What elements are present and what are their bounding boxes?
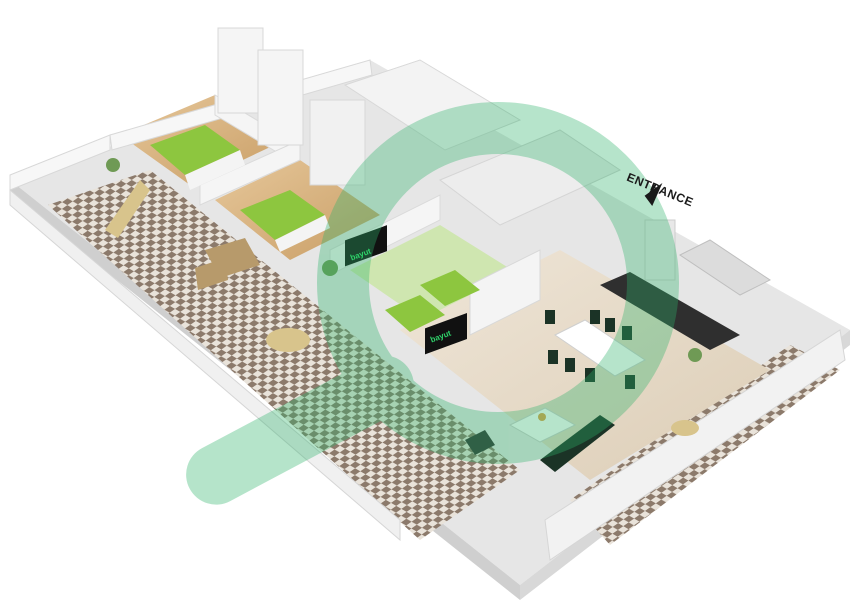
coffee-table xyxy=(508,407,577,443)
dining-chairs xyxy=(545,310,635,389)
plant-1 xyxy=(106,158,120,172)
terrace-left xyxy=(48,170,520,540)
kitchen-island xyxy=(600,272,740,350)
sofa xyxy=(540,415,615,472)
lounger xyxy=(105,180,150,238)
bed-3b xyxy=(420,270,480,306)
side-table xyxy=(195,258,228,290)
armchair xyxy=(465,430,495,455)
terrace-table-right xyxy=(671,420,699,436)
plant-2 xyxy=(322,260,338,276)
entrance-arrow-icon xyxy=(644,183,663,206)
bed-2 xyxy=(240,190,330,252)
bed-1 xyxy=(150,125,245,190)
kitchen-counter xyxy=(679,239,771,296)
plant-4 xyxy=(538,413,546,421)
plant-3 xyxy=(688,348,702,362)
bed-3a xyxy=(385,295,445,332)
watermark-logo-icon xyxy=(186,102,679,505)
outer-wall-front xyxy=(9,188,401,542)
dining-table xyxy=(554,319,646,377)
wall-bed2-back xyxy=(199,139,301,206)
wardrobe-2 xyxy=(257,49,304,146)
wall-partition-living xyxy=(469,249,541,336)
wardrobe-3 xyxy=(309,99,366,186)
terrace-table-left xyxy=(266,328,310,352)
balcony-wall-front xyxy=(544,329,846,561)
wardrobe-1 xyxy=(217,27,264,114)
tv-bedroom xyxy=(345,225,387,267)
wall-bath xyxy=(343,59,522,151)
bedroom-3-floor xyxy=(350,225,520,325)
outer-wall-left xyxy=(9,134,111,191)
tv-living xyxy=(425,313,467,355)
wall-corridor xyxy=(439,129,622,226)
fridge xyxy=(644,219,676,281)
